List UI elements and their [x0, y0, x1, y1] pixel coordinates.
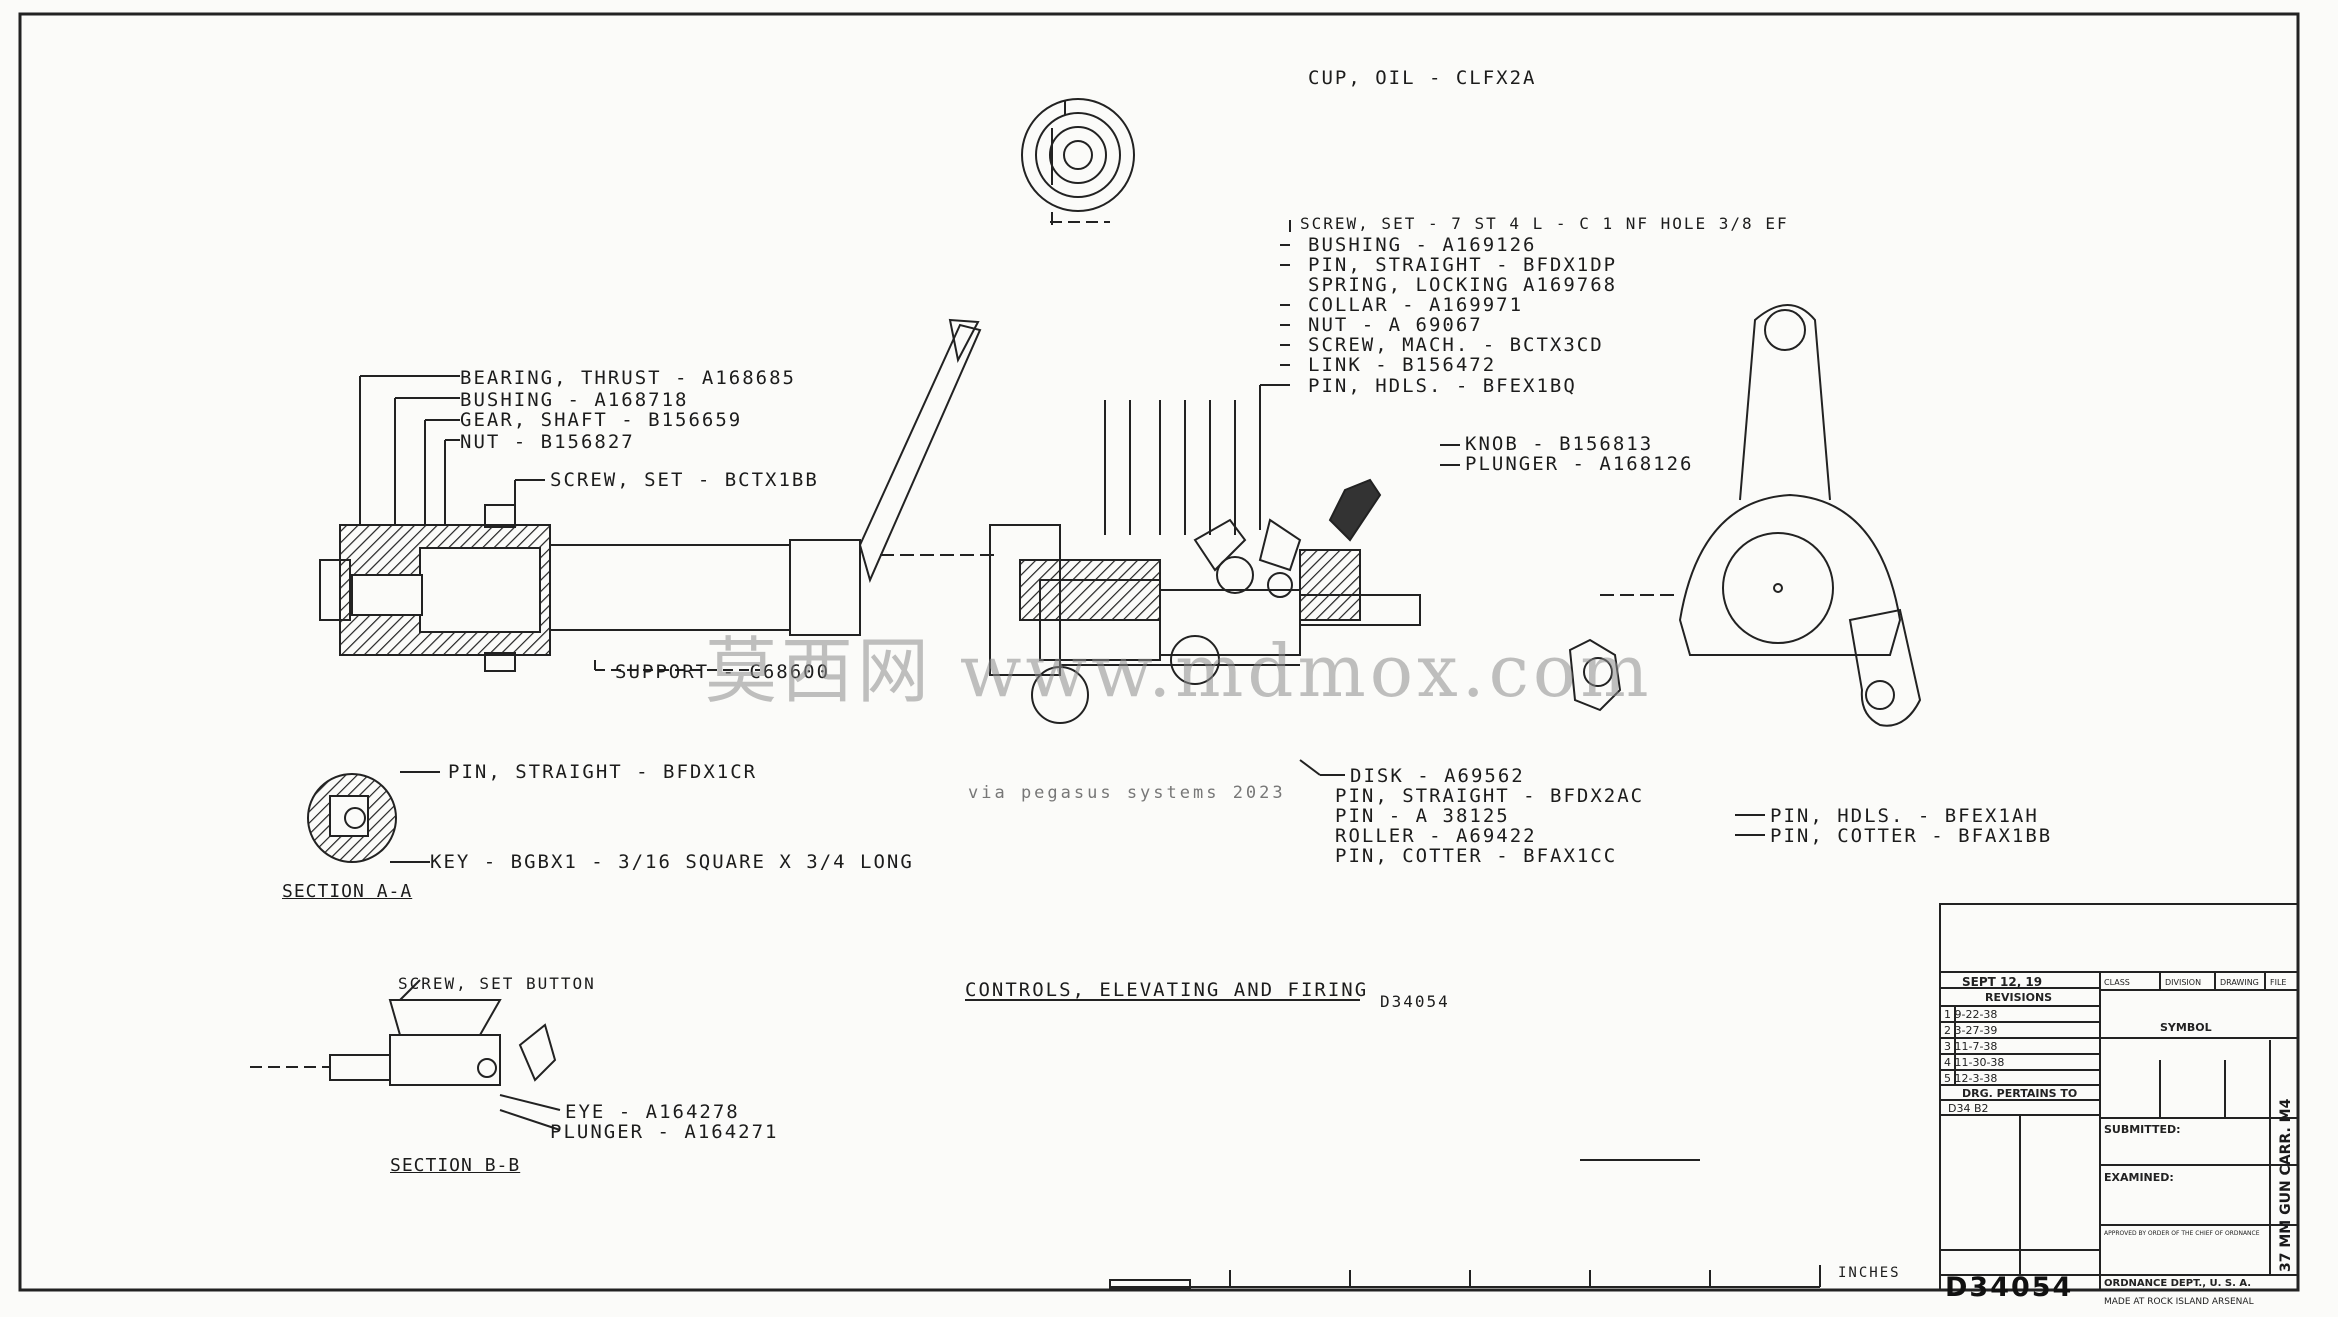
label-bushing-2: BUSHING - A169126 — [1308, 234, 1537, 256]
tb-col-drawing: DRAWING — [2220, 978, 2259, 987]
drawing-title: CONTROLS, ELEVATING AND FIRING — [965, 979, 1369, 1001]
drawing-number: D34054 — [1945, 1272, 2074, 1303]
tb-drg-pertains: DRG. PERTAINS TO — [1962, 1087, 2078, 1100]
label-nut-2: NUT - A 69067 — [1308, 314, 1483, 336]
tb-vertical-title: 37 MM GUN CARR. M4 — [2278, 1098, 2294, 1272]
label-screw-set-button: SCREW, SET BUTTON — [398, 974, 596, 993]
label-link: LINK - B156472 — [1308, 354, 1497, 376]
tb-revision-5: 5 12-3-38 — [1944, 1072, 1998, 1085]
label-inches: INCHES — [1838, 1265, 1901, 1281]
label-screw-set-1: SCREW, SET - BCTX1BB — [550, 469, 819, 491]
label-screw-set-top: SCREW, SET - 7 ST 4 L - C 1 NF HOLE 3/8 … — [1300, 214, 1789, 233]
label-cup-oil: CUP, OIL - CLFX2A — [1308, 67, 1537, 89]
label-nut-1: NUT - B156827 — [460, 431, 635, 453]
tb-revision-2: 2 3-27-39 — [1944, 1024, 1998, 1037]
label-bearing-thrust: BEARING, THRUST - A168685 — [460, 367, 796, 389]
tb-revision-4: 4 11-30-38 — [1944, 1056, 2005, 1069]
label-section-a: SECTION A-A — [282, 881, 413, 902]
label-roller: ROLLER - A69422 — [1335, 825, 1537, 847]
title-block-frame — [1939, 903, 2299, 1291]
label-spring-locking: SPRING, LOCKING A169768 — [1308, 274, 1618, 296]
label-disk: DISK - A69562 — [1350, 765, 1525, 787]
watermark-via: via pegasus systems 2023 — [968, 783, 1286, 803]
tb-revision-1: 1 9-22-38 — [1944, 1008, 1998, 1021]
label-pin-cotter-2: PIN, COTTER - BFAX1BB — [1770, 825, 2053, 847]
tb-pertains-value: D34 B2 — [1948, 1102, 1989, 1115]
label-pin-straight-1: PIN, STRAIGHT - BFDX1CR — [448, 761, 758, 783]
tb-revision-3: 3 11-7-38 — [1944, 1040, 1998, 1053]
label-pin-cotter-1: PIN, COTTER - BFAX1CC — [1335, 845, 1618, 867]
label-plunger-1: PLUNGER - A168126 — [1465, 453, 1694, 475]
section-b-view — [250, 979, 561, 1131]
tb-col-file: FILE — [2270, 978, 2287, 987]
tb-made-at: MADE AT ROCK ISLAND ARSENAL — [2104, 1297, 2254, 1307]
tb-col-division: DIVISION — [2165, 978, 2202, 987]
tb-col-class: CLASS — [2104, 978, 2130, 987]
tb-submitted: SUBMITTED: — [2104, 1123, 2181, 1136]
label-key: KEY - BGBX1 - 3/16 SQUARE X 3/4 LONG — [430, 851, 914, 873]
label-eye: EYE - A164278 — [565, 1101, 740, 1123]
tb-revisions-head: REVISIONS — [1985, 991, 2053, 1004]
label-collar: COLLAR - A169971 — [1308, 294, 1524, 316]
label-knob: KNOB - B156813 — [1465, 433, 1654, 455]
tb-approved: APPROVED BY ORDER OF THE CHIEF OF ORDNAN… — [2104, 1230, 2260, 1237]
label-section-b: SECTION B-B — [390, 1155, 521, 1176]
watermark-text: 莫西网 www.mdmox.com — [705, 629, 1653, 713]
label-pin-a: PIN - A 38125 — [1335, 805, 1510, 827]
label-pin-hdls-2: PIN, HDLS. - BFEX1AH — [1770, 805, 2039, 827]
section-a-view — [307, 771, 440, 863]
label-screw-mach: SCREW, MACH. - BCTX3CD — [1308, 334, 1604, 356]
scale-bar — [1109, 1265, 1821, 1289]
tb-date: SEPT 12, 19 — [1962, 975, 2043, 989]
label-support: SUPPORT - C68600 — [615, 661, 831, 683]
label-pin-hdls-1: PIN, HDLS. - BFEX1BQ — [1308, 375, 1577, 397]
firing-mechanism-view — [880, 220, 1765, 836]
label-bushing-1: BUSHING - A168718 — [460, 389, 689, 411]
tb-symbol: SYMBOL — [2160, 1021, 2212, 1034]
drawing-title-ref: D34054 — [1380, 992, 1450, 1011]
shaft-assembly-view — [319, 318, 982, 672]
label-gear-shaft: GEAR, SHAFT - B156659 — [460, 409, 743, 431]
oil-cup-view — [1021, 98, 1135, 225]
label-pin-straight-3: PIN, STRAIGHT - BFDX2AC — [1335, 785, 1645, 807]
tb-ordnance: ORDNANCE DEPT., U. S. A. — [2104, 1278, 2252, 1289]
label-plunger-2: PLUNGER - A164271 — [550, 1121, 779, 1143]
sheet-border — [18, 12, 2300, 1292]
label-pin-straight-2: PIN, STRAIGHT - BFDX1DP — [1308, 254, 1618, 276]
handle-view — [1678, 304, 1922, 727]
tb-examined: EXAMINED: — [2104, 1171, 2174, 1184]
